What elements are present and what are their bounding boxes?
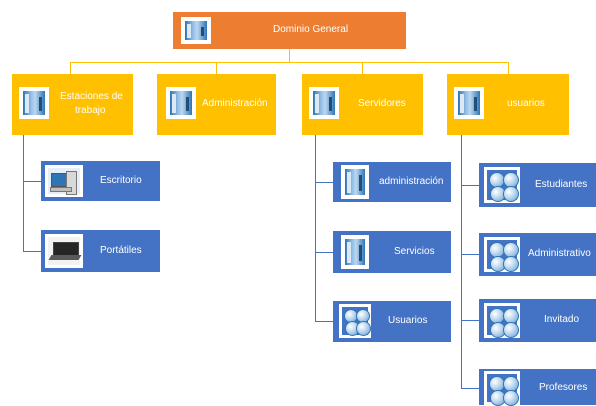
connector-root-down (289, 49, 290, 63)
users-group-icon (484, 303, 520, 338)
users-group-icon (484, 371, 520, 406)
node-label: usuarios (507, 98, 545, 109)
node-servidores[interactable]: Servidores (302, 74, 423, 135)
node-administracion[interactable]: Administración (157, 74, 276, 135)
node-label: Portátiles (100, 245, 142, 256)
folder-icon (166, 87, 196, 119)
connector-estaciones-children (23, 135, 24, 252)
connector-estudiantes (461, 185, 479, 186)
node-label: administración (379, 176, 444, 187)
folder-icon (454, 87, 484, 119)
connector-horizontal (70, 62, 509, 63)
connector-servidores-children (315, 135, 316, 322)
users-group-icon (484, 237, 520, 272)
connector-usuarios (508, 62, 509, 74)
connector-administracion (216, 62, 217, 74)
folder-icon (341, 165, 369, 199)
connector-usuarios-srv (315, 321, 333, 322)
node-label: Servidores (358, 98, 406, 109)
connector-estaciones (70, 62, 71, 74)
connector-administrativo (461, 254, 479, 255)
node-label: Dominio General (273, 24, 349, 35)
node-portatiles[interactable]: Portátiles (41, 230, 160, 272)
desktop-computer-icon (45, 165, 83, 197)
connector-escritorio (23, 181, 41, 182)
connector-profesores (461, 388, 479, 389)
connector-administracion-srv (315, 182, 333, 183)
connector-servidores (362, 62, 363, 74)
connector-portatiles (23, 251, 41, 252)
node-label: Administrativo (528, 248, 591, 259)
folder-icon (341, 235, 369, 269)
users-group-icon (339, 304, 371, 338)
connector-servicios (315, 252, 333, 253)
folder-icon (181, 17, 211, 44)
node-label: Escritorio (100, 175, 142, 186)
connector-invitado (461, 320, 479, 321)
users-group-icon (484, 167, 520, 203)
laptop-icon (45, 234, 83, 268)
node-label: Administración (202, 98, 268, 109)
node-label: Invitado (544, 314, 580, 325)
node-usuarios[interactable]: usuarios (447, 74, 569, 135)
node-label: Servicios (394, 246, 435, 257)
node-usuarios-srv[interactable]: Usuarios (333, 301, 451, 342)
node-label: Usuarios (388, 315, 428, 326)
node-administrativo[interactable]: Administrativo (479, 233, 596, 276)
folder-icon (309, 87, 339, 119)
connector-usuarios-children (461, 135, 462, 388)
node-estaciones-de-trabajo[interactable]: Estaciones de trabajo (12, 74, 133, 135)
node-label: Profesores (539, 382, 588, 393)
node-escritorio[interactable]: Escritorio (41, 161, 160, 201)
node-label-line1: Estaciones de (60, 91, 123, 102)
folder-icon (19, 87, 49, 119)
node-estudiantes[interactable]: Estudiantes (479, 163, 596, 207)
node-profesores[interactable]: Profesores (479, 369, 596, 406)
node-administracion-srv[interactable]: administración (333, 162, 451, 202)
node-dominio-general[interactable]: Dominio General (173, 12, 406, 49)
node-servicios[interactable]: Servicios (333, 231, 451, 273)
node-label-line2: trabajo (75, 105, 106, 116)
node-invitado[interactable]: Invitado (479, 299, 596, 342)
node-label: Estudiantes (535, 179, 588, 190)
